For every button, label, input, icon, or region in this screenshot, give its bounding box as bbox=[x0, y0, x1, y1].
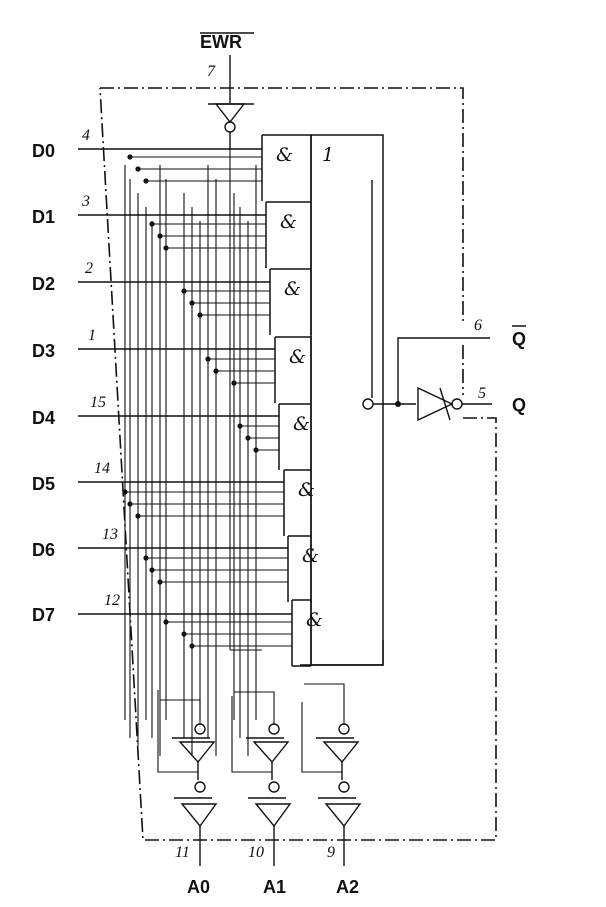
junction-dot bbox=[181, 288, 187, 294]
a1-pin: 10 bbox=[248, 844, 264, 861]
data-input-wires bbox=[78, 148, 292, 615]
q-pin: 5 bbox=[478, 385, 486, 402]
ewr-pin: 7 bbox=[207, 63, 216, 80]
junction-dot bbox=[237, 423, 243, 429]
data-pin-7: 12 bbox=[104, 592, 120, 609]
and-gate-symbol: & bbox=[298, 479, 315, 501]
junction-dot bbox=[143, 178, 149, 184]
and-gate-6: & bbox=[287, 535, 319, 602]
and-gate-column: & & & & & & & & bbox=[261, 134, 323, 667]
junction-dot bbox=[149, 567, 155, 573]
junction-dot bbox=[231, 380, 237, 386]
data-pin-4: 15 bbox=[90, 394, 106, 411]
junction-dot bbox=[157, 233, 163, 239]
data-label-0: D0 bbox=[32, 141, 55, 161]
and-gate-symbol: & bbox=[306, 609, 323, 631]
junction-dot bbox=[197, 312, 203, 318]
a1-label: A1 bbox=[263, 877, 286, 897]
junction-dot bbox=[135, 166, 141, 172]
junction-dot bbox=[189, 300, 195, 306]
junction-dot bbox=[143, 555, 149, 561]
junction-dot bbox=[189, 643, 195, 649]
junction-dot bbox=[181, 631, 187, 637]
junction-dot bbox=[163, 245, 169, 251]
and-gate-4: & bbox=[278, 403, 312, 470]
data-label-4: D4 bbox=[32, 408, 55, 428]
ewr-label: EWR bbox=[200, 32, 242, 52]
a0-label: A0 bbox=[187, 877, 210, 897]
data-label-5: D5 bbox=[32, 474, 55, 494]
selector-bus bbox=[122, 150, 292, 756]
data-pin-2: 2 bbox=[85, 260, 93, 277]
junction-dot bbox=[122, 489, 128, 495]
junction-dot bbox=[127, 154, 133, 160]
q-bar-label: Q bbox=[512, 329, 526, 349]
data-label-2: D2 bbox=[32, 274, 55, 294]
data-label-1: D1 bbox=[32, 207, 55, 227]
a0-pin: 11 bbox=[175, 844, 190, 861]
junction-dot bbox=[127, 501, 133, 507]
and-gate-symbol: & bbox=[289, 346, 306, 368]
and-gate-symbol: & bbox=[284, 278, 301, 300]
and-gate-0: & bbox=[261, 134, 312, 201]
junction-dot bbox=[163, 619, 169, 625]
data-pin-5: 14 bbox=[94, 460, 110, 477]
package-outline bbox=[99, 87, 497, 841]
data-pin-0: 4 bbox=[82, 127, 90, 144]
address-buffers bbox=[157, 683, 362, 866]
and-gate-1: & bbox=[265, 201, 312, 268]
and-gate-symbol: & bbox=[280, 211, 297, 233]
a2-label: A2 bbox=[336, 877, 359, 897]
and-gate-symbol: & bbox=[276, 144, 293, 166]
q-label: Q bbox=[512, 395, 526, 415]
junction-dot bbox=[149, 221, 155, 227]
data-label-3: D3 bbox=[32, 341, 55, 361]
junction-dot bbox=[157, 579, 163, 585]
junction-dot bbox=[245, 435, 251, 441]
or-gate-symbol: 1 bbox=[322, 144, 334, 166]
junction-dot bbox=[135, 513, 141, 519]
output-stage bbox=[300, 180, 492, 666]
and-gate-symbol: & bbox=[293, 413, 310, 435]
data-label-6: D6 bbox=[32, 540, 55, 560]
ewr-input bbox=[208, 55, 254, 150]
and-gate-3: & bbox=[274, 336, 312, 403]
data-label-7: D7 bbox=[32, 605, 55, 625]
and-gate-2: & bbox=[269, 268, 312, 335]
and-gate-7: & bbox=[291, 599, 323, 666]
q-bar-pin: 6 bbox=[474, 317, 482, 334]
data-pin-3: 1 bbox=[88, 327, 96, 344]
junction-dot bbox=[213, 368, 219, 374]
data-pin-1: 3 bbox=[81, 193, 90, 210]
data-pin-6: 13 bbox=[102, 526, 118, 543]
junction-dot bbox=[253, 447, 259, 453]
junction-dot bbox=[205, 356, 211, 362]
a2-pin: 9 bbox=[327, 844, 335, 861]
